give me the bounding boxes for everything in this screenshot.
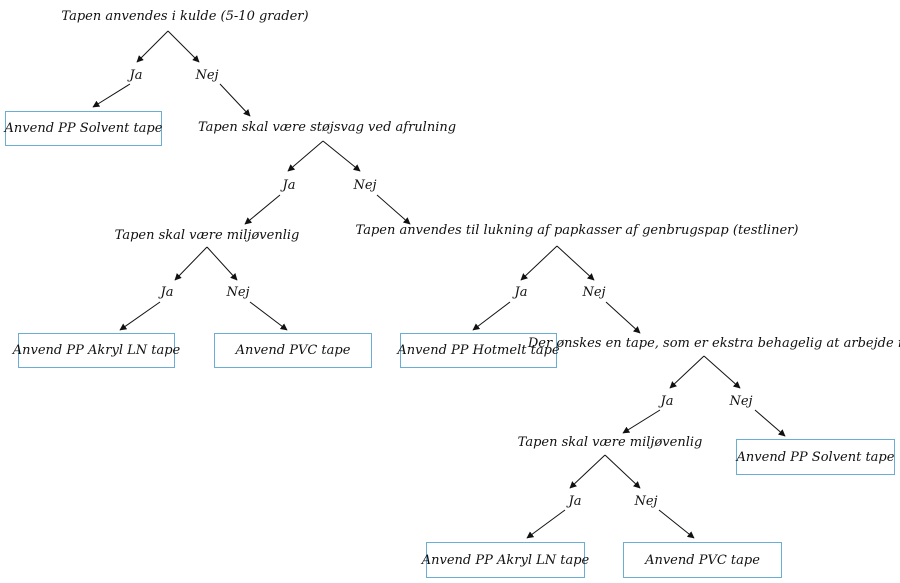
question-recycled-boxes: Tapen anvendes til lukning af papkasser … bbox=[355, 223, 799, 238]
question-eco-friendly: Tapen skal være miljøvenlig bbox=[114, 228, 300, 243]
connector-arrow bbox=[92, 83, 131, 108]
connector-arrow bbox=[119, 301, 161, 331]
connector-arrow bbox=[658, 509, 695, 539]
connector-arrow bbox=[520, 245, 558, 281]
result-pvc-tape: Anvend PVC tape bbox=[214, 333, 372, 368]
branch-no-label: Nej bbox=[195, 68, 219, 83]
connector-arrow bbox=[604, 454, 641, 489]
question-comfortable-tape: Der ønskes en tape, som er ekstra behage… bbox=[527, 336, 900, 351]
result-pp-solvent-tape: Anvend PP Solvent tape bbox=[5, 111, 162, 146]
connector-arrow bbox=[287, 140, 324, 172]
connector-arrow bbox=[669, 355, 705, 389]
branch-no-label: Nej bbox=[353, 178, 377, 193]
connector-arrow bbox=[167, 30, 200, 63]
branch-yes-label: Ja bbox=[660, 394, 674, 409]
branch-yes-label: Ja bbox=[568, 494, 582, 509]
branch-yes-label: Ja bbox=[160, 285, 174, 300]
connector-arrow bbox=[472, 301, 511, 331]
result-pp-akryl-ln-tape: Anvend PP Akryl LN tape bbox=[13, 333, 180, 368]
branch-no-label: Nej bbox=[634, 494, 658, 509]
result-pp-hotmelt-tape: Anvend PP Hotmelt tape bbox=[397, 333, 560, 368]
connector-arrow bbox=[622, 409, 661, 434]
branch-no-label: Nej bbox=[226, 285, 250, 300]
question-quiet-unwind: Tapen skal være støjsvag ved afrulning bbox=[197, 120, 457, 135]
branch-yes-label: Ja bbox=[129, 68, 143, 83]
result-pp-solvent-tape: Anvend PP Solvent tape bbox=[736, 439, 895, 475]
result-pp-akryl-ln-tape: Anvend PP Akryl LN tape bbox=[422, 542, 589, 578]
result-pvc-tape: Anvend PVC tape bbox=[623, 542, 782, 578]
branch-yes-label: Ja bbox=[514, 285, 528, 300]
branch-yes-label: Ja bbox=[282, 178, 296, 193]
connector-arrow bbox=[174, 246, 208, 281]
connector-arrow bbox=[556, 245, 595, 281]
question-eco-friendly: Tapen skal være miljøvenlig bbox=[517, 435, 703, 450]
connector-arrow bbox=[376, 194, 411, 225]
connector-arrow bbox=[605, 301, 641, 334]
connector-arrow bbox=[219, 83, 251, 117]
connector-arrow bbox=[322, 140, 361, 172]
connector-arrow bbox=[206, 246, 238, 281]
branch-no-label: Nej bbox=[582, 285, 606, 300]
branch-no-label: Nej bbox=[729, 394, 753, 409]
connector-arrow bbox=[249, 301, 288, 331]
connector-arrow bbox=[703, 355, 741, 389]
connector-arrow bbox=[526, 509, 566, 539]
connector-arrow bbox=[754, 409, 786, 437]
connector-arrow bbox=[136, 30, 169, 63]
connector-arrow bbox=[569, 454, 606, 489]
question-cold-use: Tapen anvendes i kulde (5-10 grader) bbox=[61, 9, 309, 24]
connector-arrow bbox=[244, 194, 281, 225]
